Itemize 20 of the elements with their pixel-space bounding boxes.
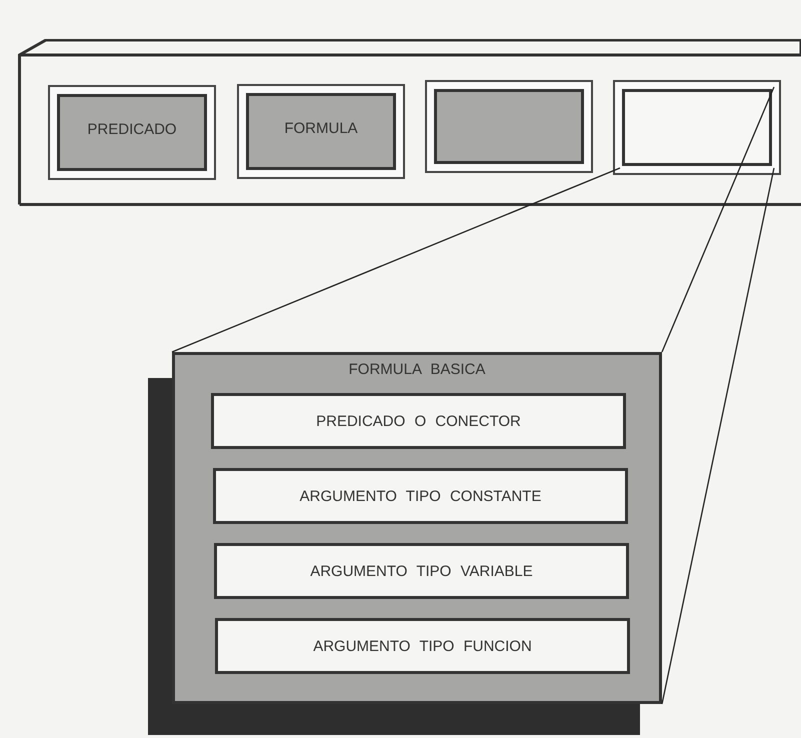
field-label: FORMULA xyxy=(284,120,358,137)
panel-title: FORMULA BASICA xyxy=(348,361,486,378)
projection-line xyxy=(661,86,775,352)
field-box xyxy=(213,468,628,524)
field-box xyxy=(211,393,626,449)
field-label: ARGUMENTO TIPO CONSTANTE xyxy=(300,488,542,505)
module-slot xyxy=(48,85,216,180)
module-slot xyxy=(425,80,593,173)
module-slot xyxy=(237,84,405,179)
magnified-panel xyxy=(172,352,662,704)
field-label: PREDICADO O CONECTOR xyxy=(316,413,521,430)
field-label: ARGUMENTO TIPO FUNCION xyxy=(313,638,532,655)
field-label: ARGUMENTO TIPO VARIABLE xyxy=(310,563,533,580)
panel-housing xyxy=(18,39,801,206)
projection-line xyxy=(661,168,775,704)
field-label: PREDICADO xyxy=(87,121,177,138)
field-box xyxy=(215,618,630,674)
field-box xyxy=(214,543,629,599)
module-slot xyxy=(613,80,781,175)
projection-line xyxy=(172,167,620,353)
